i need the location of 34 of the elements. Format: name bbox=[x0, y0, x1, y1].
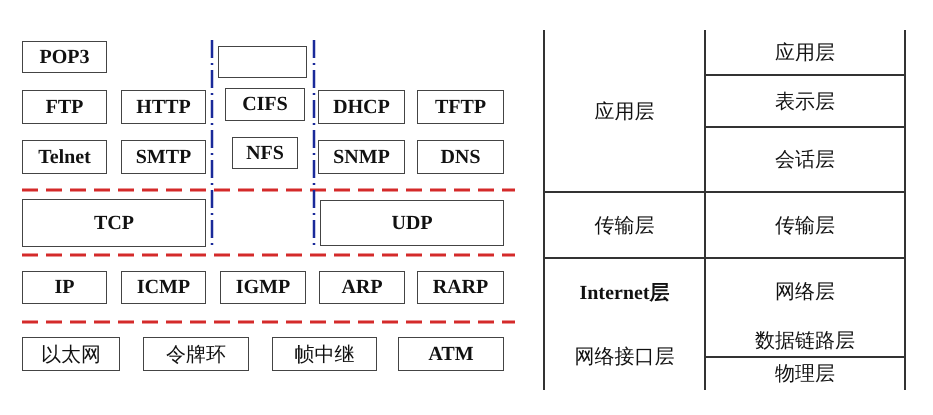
protocol-box: FTP bbox=[22, 90, 107, 124]
protocol-box: TFTP bbox=[417, 90, 504, 124]
protocol-box: ATM bbox=[398, 337, 504, 371]
protocol-box: NFS bbox=[232, 137, 298, 169]
protocol-box: ARP bbox=[319, 271, 405, 304]
table-cell-text: 传输层 bbox=[594, 214, 654, 238]
protocol-box: DNS bbox=[417, 140, 504, 174]
table-cell-text: 物理层 bbox=[775, 362, 835, 387]
protocol-box: IGMP bbox=[220, 271, 306, 304]
protocol-box: HTTP bbox=[121, 90, 206, 124]
table-cell-text: 数据链路层 bbox=[755, 328, 855, 354]
protocol-box: 令牌环 bbox=[143, 337, 249, 371]
protocol-box: CIFS bbox=[225, 88, 305, 121]
protocol-box: SMTP bbox=[121, 140, 206, 174]
table-cell-text: 应用层 bbox=[775, 41, 835, 66]
protocol-box: POP3 bbox=[22, 41, 107, 73]
protocol-box: 帧中继 bbox=[272, 337, 377, 371]
protocol-box: 以太网 bbox=[22, 337, 120, 371]
table-cell-text: 网络接口层 bbox=[574, 345, 674, 370]
table-cell-text: 会话层 bbox=[775, 148, 835, 173]
table-cell-text: 传输层 bbox=[775, 214, 835, 238]
protocol-box: UDP bbox=[320, 200, 504, 246]
table-cell-text: 网络层 bbox=[775, 280, 835, 304]
protocol-box: DHCP bbox=[318, 90, 405, 124]
protocol-box bbox=[218, 46, 307, 78]
protocol-box: IP bbox=[22, 271, 107, 304]
protocol-box: TCP bbox=[22, 199, 206, 247]
table-cell-text: 表示层 bbox=[775, 90, 835, 114]
table-cell-text: Internet层 bbox=[580, 280, 670, 306]
protocol-box: SNMP bbox=[318, 140, 405, 174]
protocol-box: Telnet bbox=[22, 140, 107, 174]
protocol-box: ICMP bbox=[121, 271, 206, 304]
table-cell-text: 应用层 bbox=[594, 100, 654, 124]
protocol-box: RARP bbox=[417, 271, 504, 304]
